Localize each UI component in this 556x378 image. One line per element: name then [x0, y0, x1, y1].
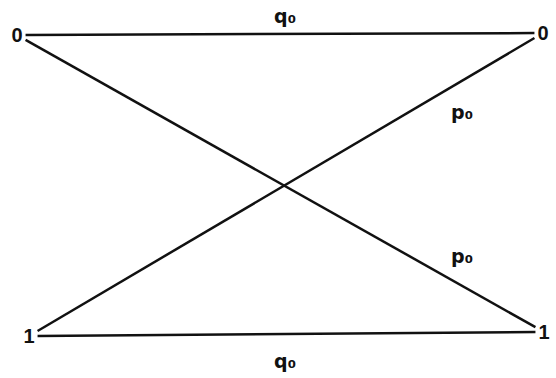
channel-symbol: 1	[20, 323, 37, 349]
probability-label: q₀	[272, 6, 298, 27]
probability-label: q₀	[272, 351, 298, 372]
probability-label: p₀	[449, 102, 475, 123]
transition-line	[26, 33, 535, 35]
channel-symbol: 1	[535, 319, 552, 345]
symbol-text: 1	[23, 325, 34, 347]
transition-line	[38, 332, 536, 336]
symbol-text: 0	[11, 24, 22, 46]
symbol-text: 1	[538, 321, 549, 343]
channel-symbol: 0	[8, 22, 25, 48]
symbol-text: 0	[537, 22, 548, 44]
transition-line	[38, 38, 535, 331]
transition-line	[26, 40, 536, 327]
channel-symbol: 0	[534, 20, 551, 46]
probability-label: p₀	[449, 246, 475, 267]
